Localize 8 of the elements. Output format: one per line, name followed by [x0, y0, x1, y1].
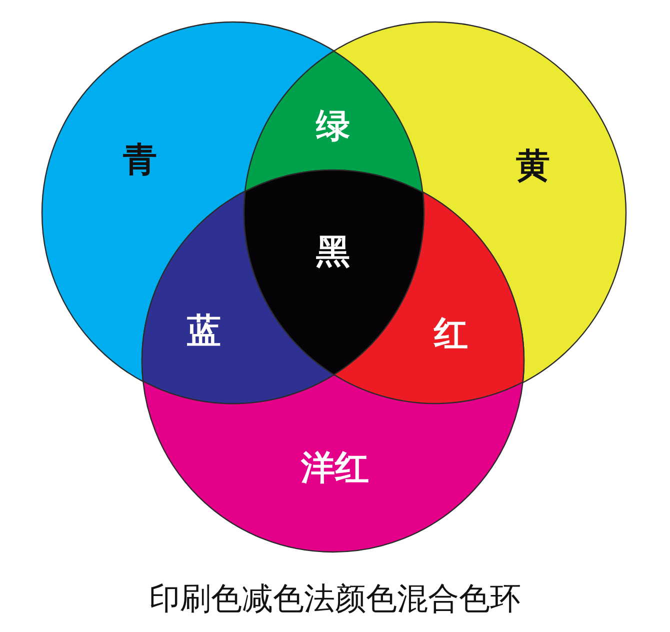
circle-label: 黄: [516, 149, 550, 183]
circle-label: 青: [123, 143, 157, 177]
circle-label: 洋红: [301, 451, 369, 485]
region-label: 绿: [316, 108, 350, 143]
region-label: 红: [434, 316, 468, 351]
caption: 印刷色减色法颜色混合色环: [149, 581, 521, 617]
region-label: 黑: [316, 234, 350, 269]
region-label: 蓝: [186, 314, 221, 348]
